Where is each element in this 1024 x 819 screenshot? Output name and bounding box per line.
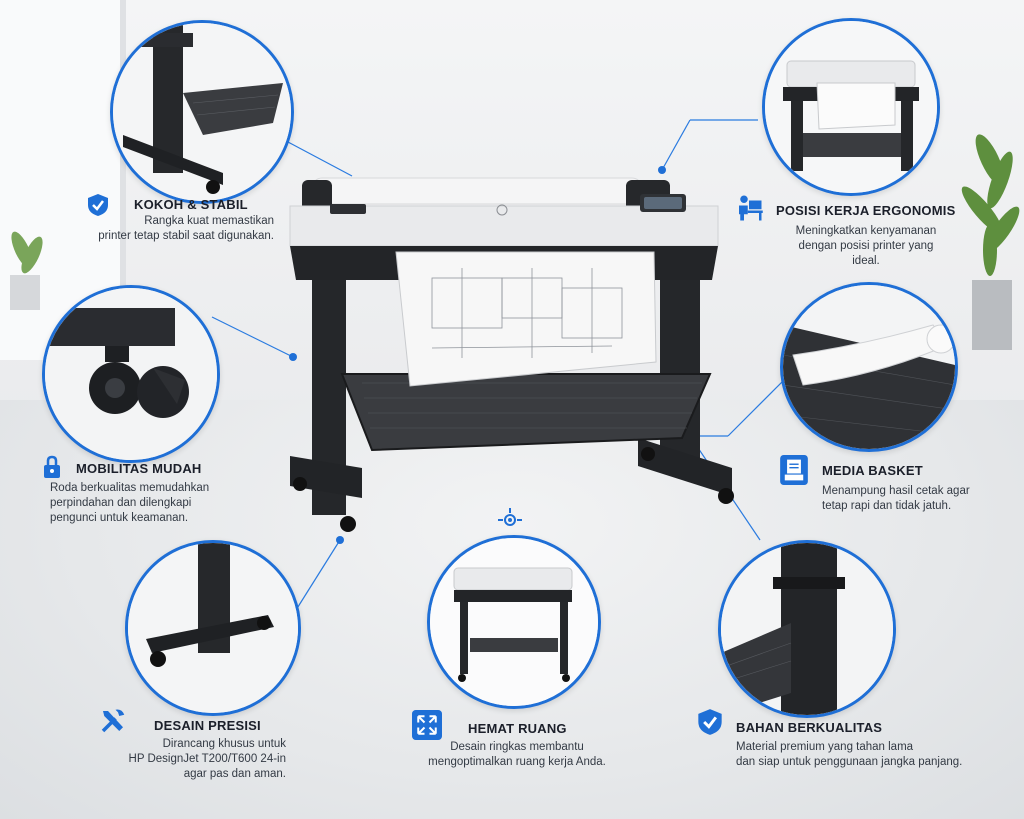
detail-circle-frame	[110, 20, 294, 204]
detail-circle-leg	[125, 540, 301, 716]
feature-desain: DESAIN PRESISI Dirancang khusus untuk HP…	[98, 706, 298, 782]
tools-icon	[101, 709, 125, 733]
shield-check-icon	[88, 194, 108, 216]
feature-mobilitas: MOBILITAS MUDAH Roda berkualitas memudah…	[40, 455, 240, 526]
feature-title: MEDIA BASKET	[822, 463, 923, 478]
feature-title: HEMAT RUANG	[468, 721, 567, 736]
description-line: Material premium yang tahan lama	[736, 741, 914, 753]
detail-circle-ergonomic	[762, 18, 940, 196]
document-tray-icon	[780, 455, 808, 485]
description-line: dan siap untuk penggunaan jangka panjang…	[736, 756, 963, 768]
plant-left-decoration	[10, 231, 43, 310]
description-line: Dirancang khusus untuk	[162, 738, 286, 750]
detail-circle-wheel	[42, 285, 220, 463]
expand-arrows-icon	[412, 710, 442, 740]
plant-decoration	[961, 134, 1020, 350]
shield-check-icon	[698, 709, 722, 735]
feature-description: Dirancang khusus untuk HP DesignJet T200…	[126, 737, 286, 782]
feature-description: Menampung hasil cetak agar tetap rapi da…	[822, 484, 1010, 514]
description-line: dengan posisi printer yang ideal.	[798, 240, 934, 267]
lock-icon	[44, 455, 60, 478]
feature-title: BAHAN BERKUALITAS	[736, 720, 883, 735]
feature-title: DESAIN PRESISI	[154, 718, 261, 733]
feature-kokoh: KOKOH & STABIL Rangka kuat memastikan pr…	[86, 193, 286, 244]
description-line: perpindahan dan dilengkapi	[50, 497, 192, 509]
crosshair-icon	[498, 508, 522, 526]
description-line: mengoptimalkan ruang kerja Anda.	[428, 756, 606, 768]
description-line: Rangka kuat memastikan	[144, 215, 274, 227]
feature-media: MEDIA BASKET Menampung hasil cetak agar …	[780, 455, 1010, 514]
printer-main-illustration	[289, 177, 734, 532]
description-line: tetap rapi dan tidak jatuh.	[822, 500, 952, 512]
detail-circle-compact	[427, 535, 601, 709]
desk-worker-icon	[739, 195, 763, 221]
feature-description: Meningkatkan kenyamanan dengan posisi pr…	[786, 224, 946, 269]
feature-title: KOKOH & STABIL	[134, 197, 248, 212]
description-line: agar pas dan aman.	[183, 768, 286, 780]
feature-description: Rangka kuat memastikan printer tetap sta…	[86, 214, 274, 244]
detail-circle-material	[718, 540, 896, 718]
feature-description: Material premium yang tahan lama dan sia…	[736, 740, 996, 770]
description-line: printer tetap stabil saat digunakan.	[98, 230, 274, 242]
description-line: HP DesignJet T200/T600 24-in	[128, 753, 286, 765]
feature-description: Desain ringkas membantu mengoptimalkan r…	[414, 740, 620, 770]
feature-title: POSISI KERJA ERGONOMIS	[776, 203, 956, 218]
description-line: Menampung hasil cetak agar	[822, 485, 970, 497]
feature-posisi: POSISI KERJA ERGONOMIS Meningkatkan keny…	[734, 193, 984, 269]
feature-hemat: HEMAT RUANG Desain ringkas membantu meng…	[412, 710, 622, 770]
description-line: Meningkatkan kenyamanan	[795, 225, 937, 237]
feature-description: Roda berkualitas memudahkan perpindahan …	[50, 481, 240, 526]
detail-circle-basket	[780, 282, 958, 452]
feature-title: MOBILITAS MUDAH	[76, 461, 202, 476]
description-line: Roda berkualitas memudahkan	[50, 482, 210, 494]
feature-bahan: BAHAN BERKUALITAS Material premium yang …	[696, 708, 996, 770]
description-line: pengunci untuk keamanan.	[50, 512, 189, 524]
description-line: Desain ringkas membantu	[450, 741, 584, 753]
